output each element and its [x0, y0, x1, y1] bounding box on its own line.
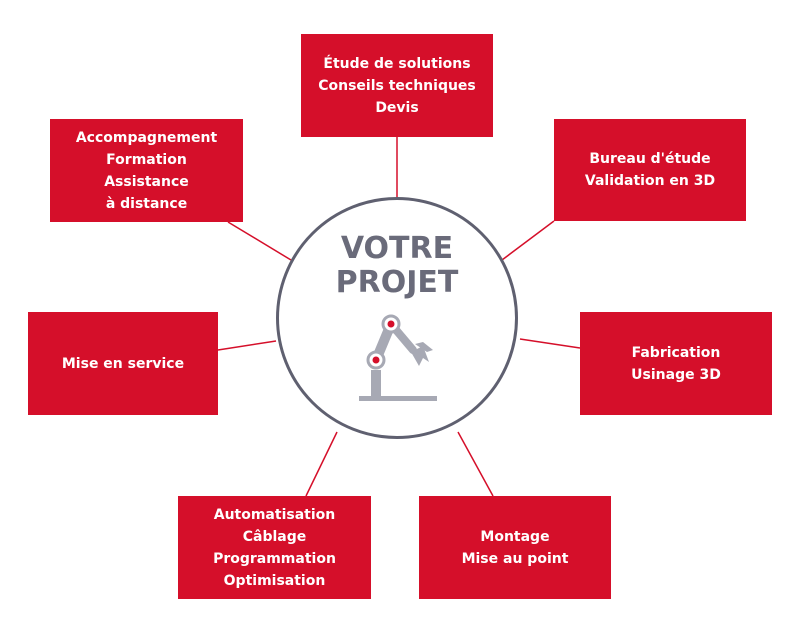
service-box-mise-en-service: Mise en service: [28, 312, 218, 415]
box-line: Accompagnement: [75, 129, 218, 146]
box-line: Formation: [106, 151, 187, 168]
box-line: Câblage: [242, 528, 307, 545]
service-box-accompagnement: Accompagnement Formation Assistance à di…: [50, 119, 243, 222]
service-box-montage: Montage Mise au point: [419, 496, 611, 599]
box-line: Étude de solutions: [323, 55, 471, 72]
box-line: Conseils techniques: [318, 77, 476, 94]
connector-line: [305, 431, 338, 497]
connector-line: [227, 221, 292, 261]
robot-arm-icon: [359, 314, 437, 401]
service-box-automatisation: Automatisation Câblage Programmation Opt…: [178, 496, 371, 599]
box-line: Mise en service: [61, 355, 185, 372]
box-line: Validation en 3D: [584, 173, 716, 189]
box-line: Programmation: [213, 550, 336, 567]
box-line: Assistance: [104, 173, 189, 190]
center-title-line: VOTRE: [340, 231, 454, 266]
center-circle: VOTRE PROJET: [276, 197, 518, 439]
box-line: Mise au point: [461, 550, 569, 567]
connector-line: [519, 338, 581, 349]
box-line: Fabrication: [631, 344, 721, 361]
connector-line: [457, 431, 494, 497]
box-line: Bureau d'étude: [589, 151, 711, 167]
box-line: Usinage 3D: [631, 366, 721, 383]
service-box-bureau-etude: Bureau d'étude Validation en 3D: [554, 119, 746, 221]
box-line: à distance: [105, 195, 188, 212]
connector-line: [217, 340, 277, 351]
service-box-fabrication: Fabrication Usinage 3D: [580, 312, 772, 415]
box-line: Optimisation: [223, 572, 326, 589]
center-title: VOTRE PROJET: [279, 232, 515, 300]
box-line: Devis: [375, 99, 419, 116]
connector-line: [501, 220, 555, 261]
service-box-etude: Étude de solutions Conseils techniques D…: [301, 34, 493, 137]
box-line: Automatisation: [213, 506, 336, 523]
center-title-line: PROJET: [335, 265, 459, 300]
box-line: Montage: [480, 528, 550, 545]
